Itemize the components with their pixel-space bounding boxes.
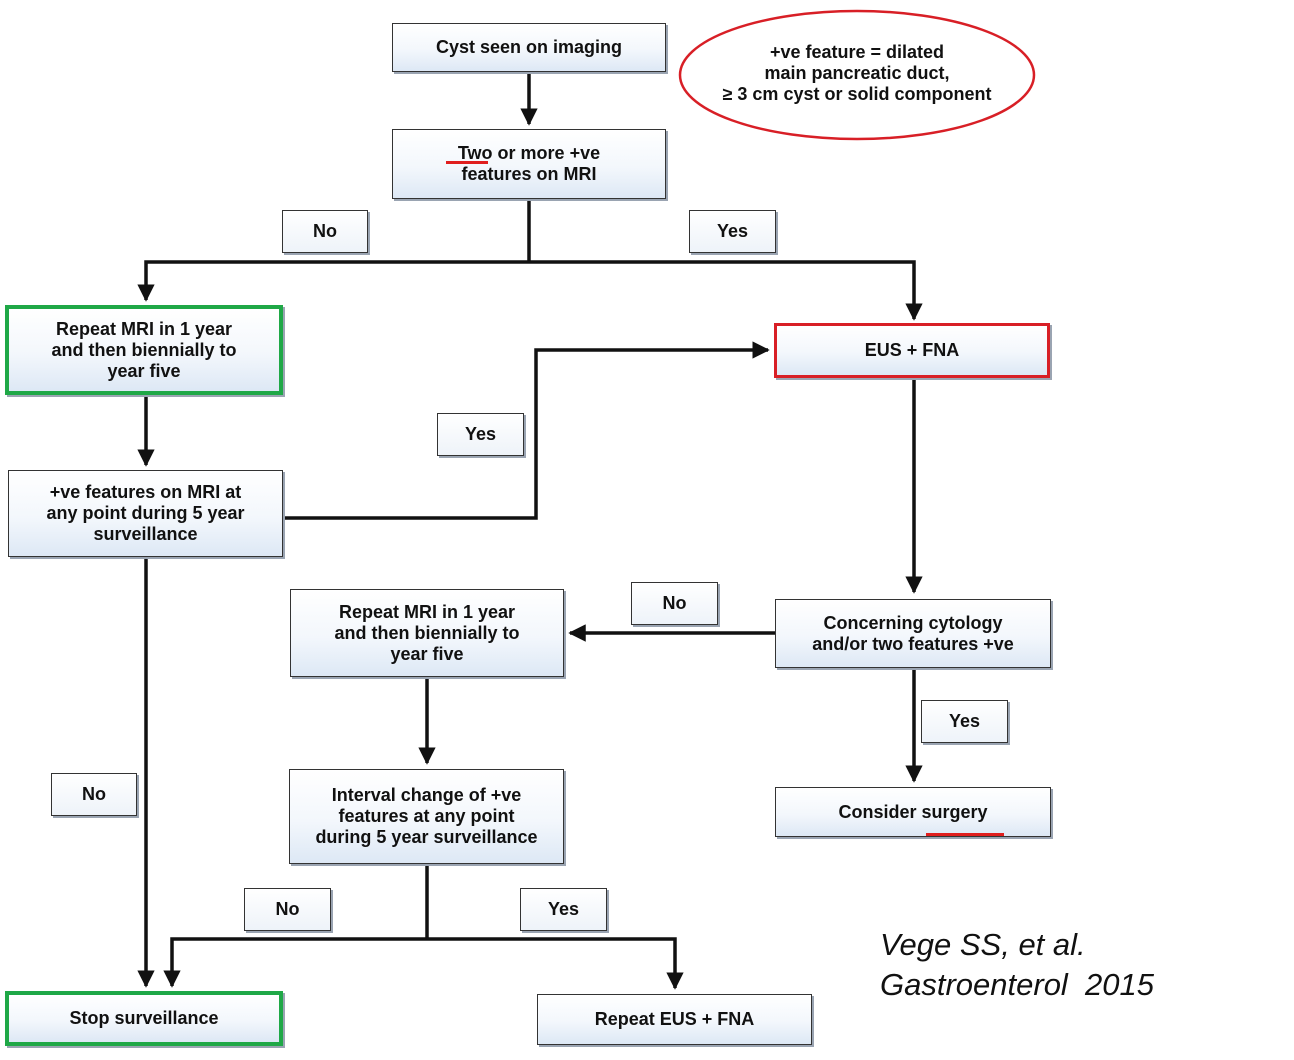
node-repeat-mri-left: Repeat MRI in 1 year and then biennially… xyxy=(5,305,283,395)
edge-interval-right xyxy=(427,937,684,990)
definition-note: +ve feature = dilated main pancreatic du… xyxy=(722,41,992,104)
node-interval-change: Interval change of +ve features at any p… xyxy=(289,769,564,864)
node-ve-features-surveillance: +ve features on MRI at any point during … xyxy=(8,470,283,557)
citation-line-1: Vege SS, et al. xyxy=(880,927,1086,962)
citation-line-2: Gastroenterol 2015 xyxy=(880,967,1155,1002)
node-concerning-cytology: Concerning cytology and/or two features … xyxy=(775,599,1051,668)
label-no-interval: No xyxy=(244,888,331,931)
label-yes-top: Yes xyxy=(689,210,776,253)
label-yes-cytology: Yes xyxy=(921,700,1008,743)
label-no-top: No xyxy=(282,210,368,253)
citation: Vege SS, et al. Gastroenterol 2015 xyxy=(880,925,1154,1005)
label-no-cytology: No xyxy=(631,582,718,625)
edge-interval-left xyxy=(163,937,427,988)
node-cyst-seen: Cyst seen on imaging xyxy=(392,23,666,72)
edge-split-left xyxy=(137,260,529,302)
node-consider-surgery: Consider surgery xyxy=(775,787,1051,837)
definition-ellipse xyxy=(678,9,1036,141)
edge-surveillance-to-eus xyxy=(282,341,770,520)
node-stop-surveillance: Stop surveillance xyxy=(5,991,283,1046)
node-repeat-mri-mid: Repeat MRI in 1 year and then biennially… xyxy=(290,589,564,677)
edge-split-right xyxy=(529,260,923,321)
label-yes-interval: Yes xyxy=(520,888,607,931)
label-no-left: No xyxy=(51,773,137,816)
node-eus-fna: EUS + FNA xyxy=(774,323,1050,378)
label-yes-surveillance: Yes xyxy=(437,413,524,456)
node-repeat-eus-fna: Repeat EUS + FNA xyxy=(537,994,812,1045)
underline-two xyxy=(446,161,488,164)
node-two-or-more-features: Two or more +ve features on MRI xyxy=(392,129,666,199)
underline-surgery xyxy=(926,833,1004,836)
